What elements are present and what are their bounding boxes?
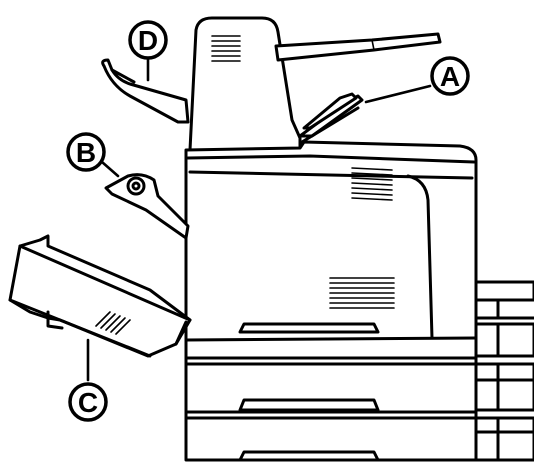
side-vents-lower (329, 277, 395, 309)
callout-c: C (68, 382, 108, 422)
dome-vents (211, 35, 241, 62)
leader-lines (86, 56, 432, 382)
side-vents-upper (351, 167, 393, 201)
callout-d: D (128, 20, 168, 60)
detached-unit-c (8, 234, 192, 358)
callout-b-label: B (76, 137, 96, 168)
bracket-part-b (104, 173, 190, 240)
callout-c-label: C (78, 387, 98, 418)
callout-a: A (430, 56, 470, 96)
side-paper-trays (474, 280, 534, 462)
callout-b: B (66, 132, 106, 172)
detached-tray-d (101, 58, 190, 124)
callout-d-label: D (138, 25, 158, 56)
printer-body (184, 16, 478, 462)
callout-a-label: A (440, 61, 460, 92)
output-tray-a (298, 92, 364, 144)
